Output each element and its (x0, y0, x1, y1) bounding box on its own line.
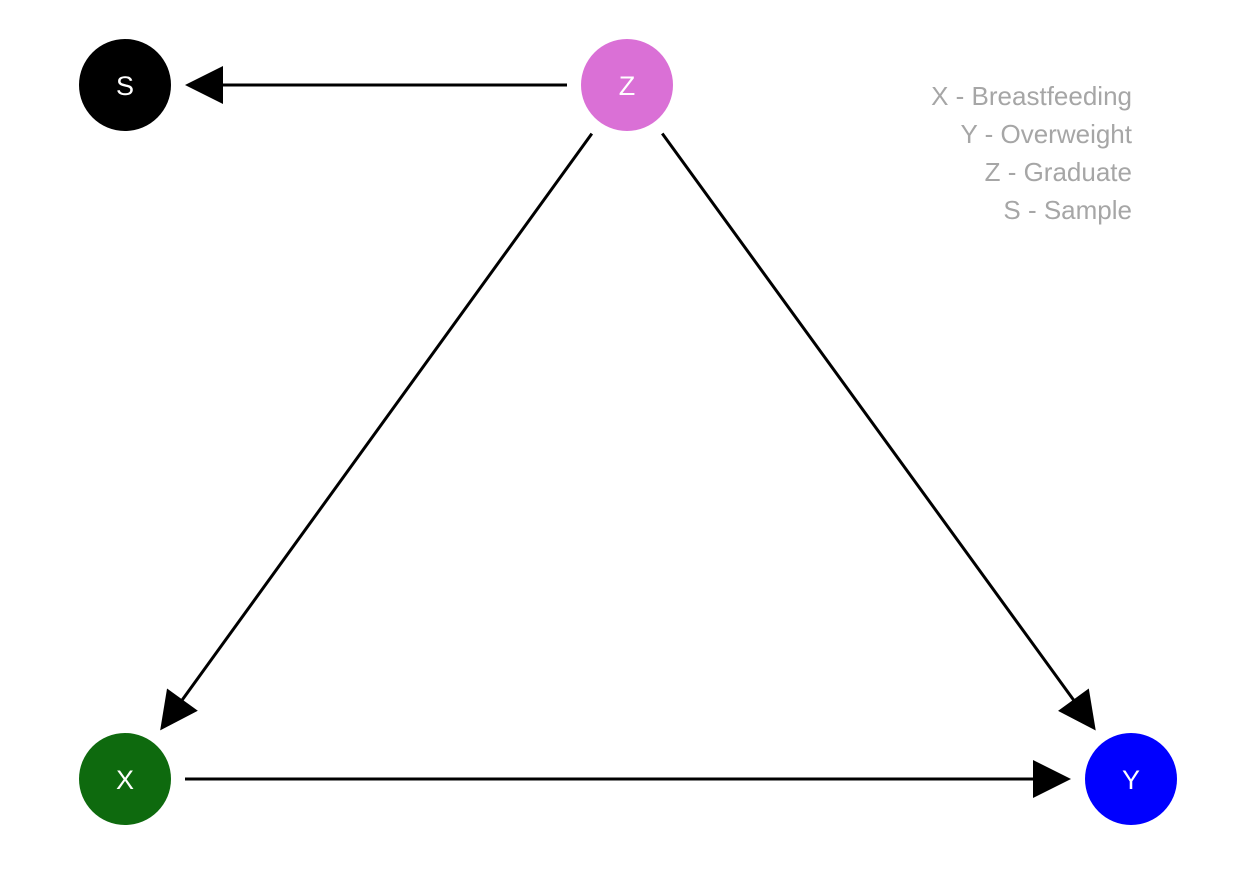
node-x-label: X (116, 765, 134, 795)
node-s-circle (79, 39, 171, 131)
edge-z-y (661, 132, 1076, 703)
edge-z-x (180, 132, 594, 703)
node-y: Y (1085, 733, 1177, 825)
legend: X - Breastfeeding Y - Overweight Z - Gra… (931, 77, 1132, 229)
node-z-circle (581, 39, 673, 131)
node-s: S (79, 39, 171, 131)
node-y-circle (1085, 733, 1177, 825)
node-z: Z (581, 39, 673, 131)
legend-item-y: Y - Overweight (960, 119, 1132, 149)
legend-item-s: S - Sample (1003, 195, 1132, 225)
nodes-layer: S Z X Y (79, 39, 1177, 825)
arrowhead-z-x (160, 688, 198, 731)
node-x: X (79, 733, 171, 825)
legend-item-z: Z - Graduate (984, 157, 1132, 187)
arrowhead-x-y (1033, 760, 1071, 798)
node-z-label: Z (619, 71, 636, 101)
arrowhead-z-s (185, 66, 223, 104)
node-x-circle (79, 733, 171, 825)
edges-layer (160, 66, 1096, 798)
arrowhead-z-y (1058, 688, 1096, 731)
node-s-label: S (116, 71, 134, 101)
legend-item-x: X - Breastfeeding (931, 81, 1132, 111)
node-y-label: Y (1122, 765, 1140, 795)
